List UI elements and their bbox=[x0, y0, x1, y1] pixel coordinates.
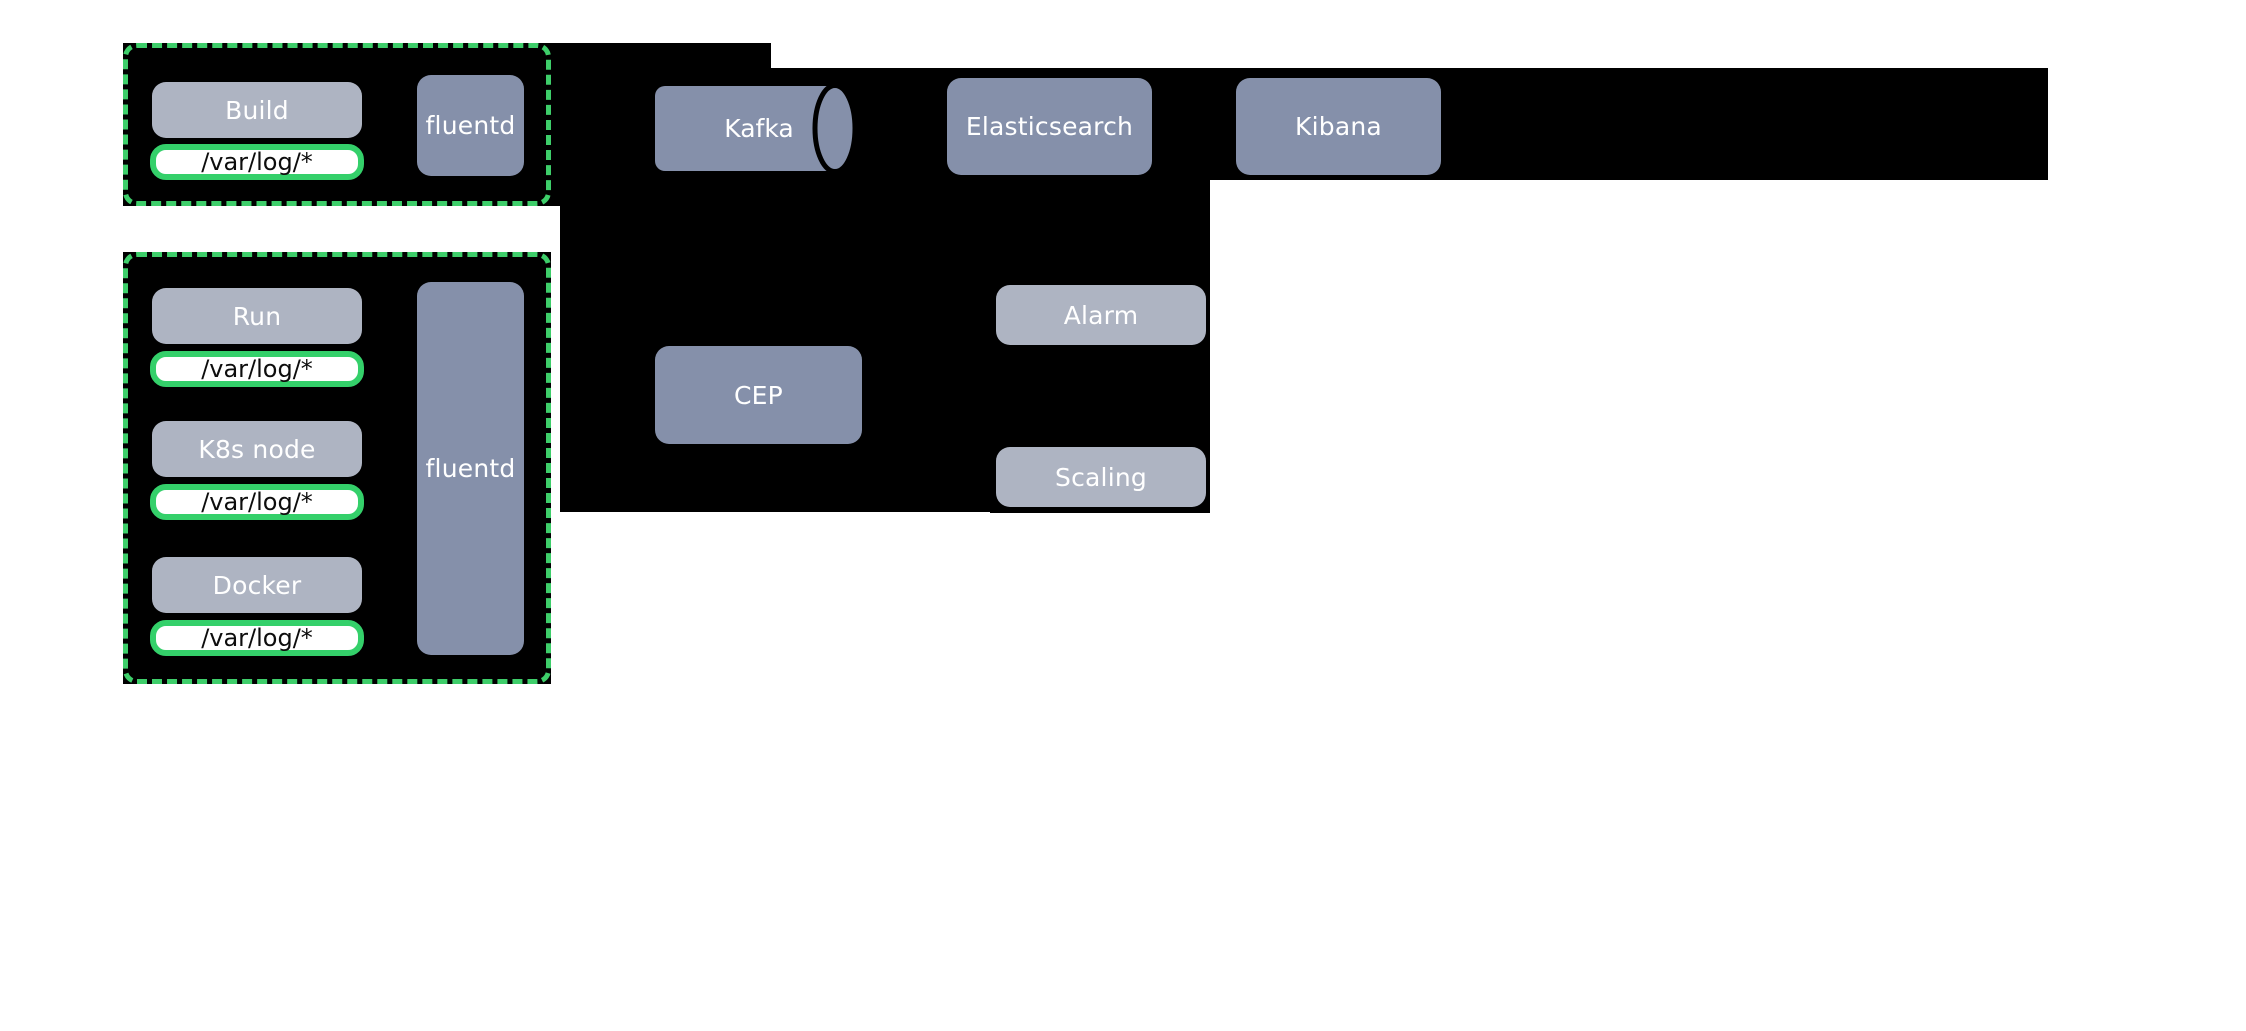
build-group bbox=[123, 43, 551, 206]
node-kafka[interactable]: Kafka bbox=[655, 78, 863, 179]
node-fluentd-build[interactable]: fluentd bbox=[417, 75, 524, 176]
run-group bbox=[123, 252, 551, 684]
node-scaling[interactable]: Scaling bbox=[996, 447, 1206, 507]
log-path-build[interactable]: /var/log/* bbox=[150, 144, 364, 180]
node-kibana[interactable]: Kibana bbox=[1236, 78, 1441, 175]
node-k8s-node[interactable]: K8s node bbox=[152, 421, 362, 477]
node-elasticsearch[interactable]: Elasticsearch bbox=[947, 78, 1152, 175]
node-docker[interactable]: Docker bbox=[152, 557, 362, 613]
log-path-docker[interactable]: /var/log/* bbox=[150, 620, 364, 656]
node-run[interactable]: Run bbox=[152, 288, 362, 344]
node-cep[interactable]: CEP bbox=[655, 346, 862, 444]
node-fluentd-run[interactable]: fluentd bbox=[417, 282, 524, 655]
node-build[interactable]: Build bbox=[152, 82, 362, 138]
node-alarm[interactable]: Alarm bbox=[996, 285, 1206, 345]
log-path-k8s-node[interactable]: /var/log/* bbox=[150, 484, 364, 520]
log-path-run[interactable]: /var/log/* bbox=[150, 351, 364, 387]
